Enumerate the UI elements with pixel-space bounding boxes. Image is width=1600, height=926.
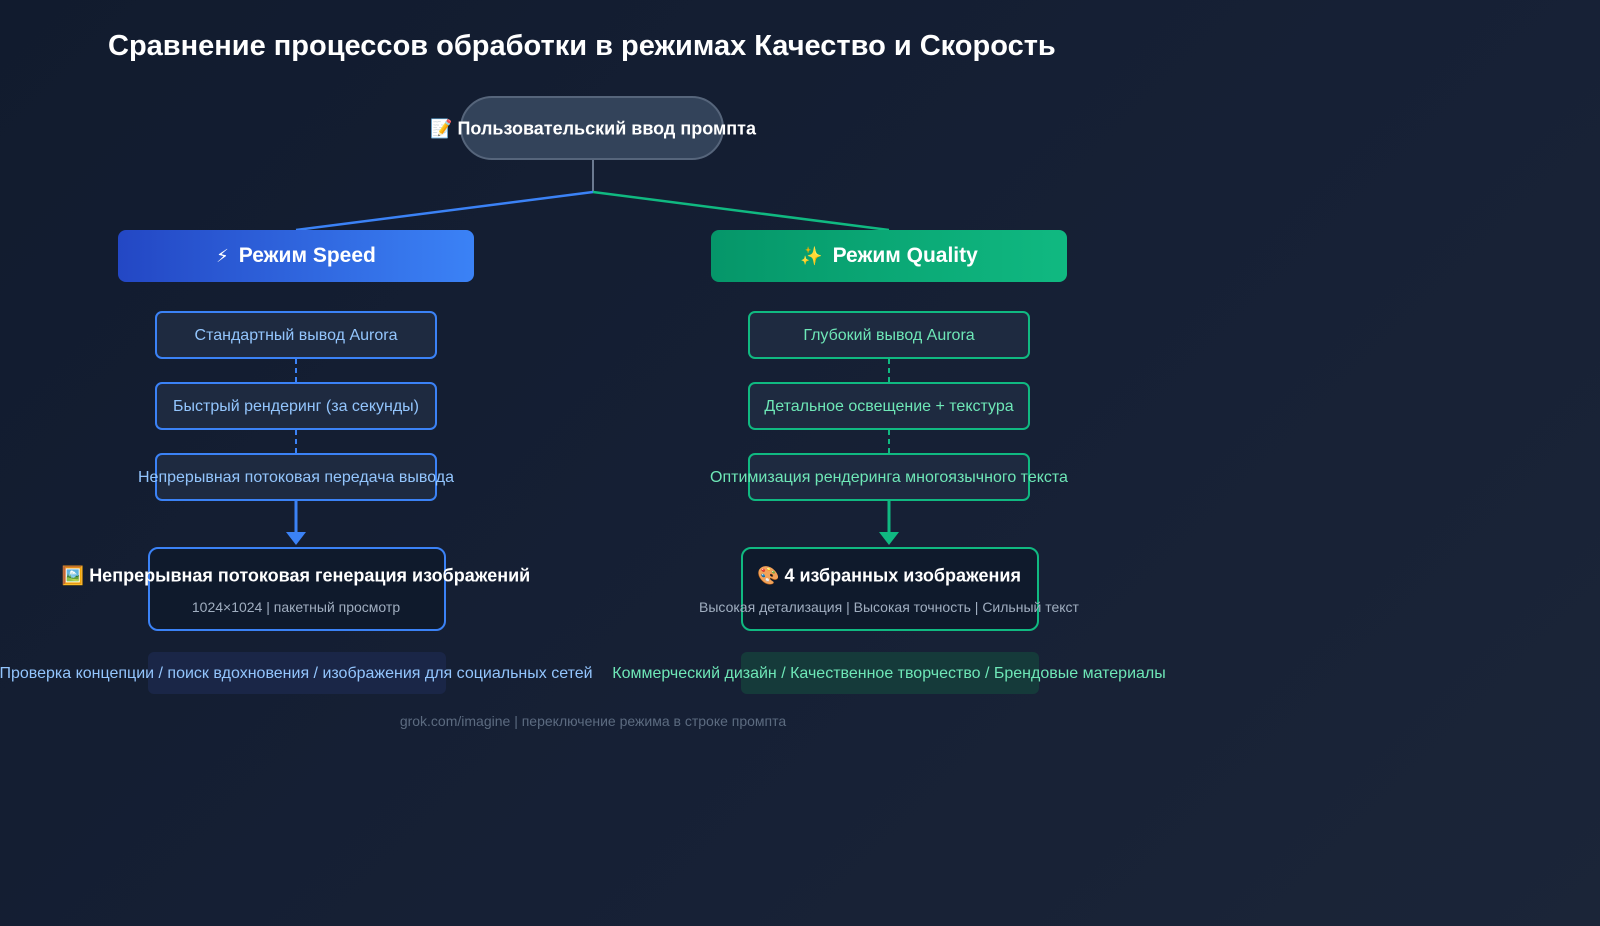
quality-result-title-text: 4 избранных изображения <box>784 565 1021 586</box>
framed-picture-icon: 🖼️ <box>61 565 85 586</box>
memo-icon: 📝 <box>430 118 453 139</box>
speed-mode-header: ⚡ Режим Speed <box>118 230 474 282</box>
page-title: Сравнение процессов обработки в режимах … <box>108 30 1056 62</box>
speed-result-subtitle: 1024×1024 | пакетный просмотр <box>191 599 401 615</box>
quality-branch-line <box>592 190 890 232</box>
speed-result-title: 🖼️ Непрерывная потоковая генерация изобр… <box>62 566 531 587</box>
speed-step-1-box <box>155 311 437 359</box>
lightning-icon: ⚡ <box>216 245 229 266</box>
speed-step-2-label: Быстрый рендеринг (за секунды) <box>172 398 420 415</box>
speed-step-3-label: Непрерывная потоковая передача вывода <box>138 469 454 486</box>
speed-result-box <box>148 547 446 631</box>
quality-mode-label: Режим Quality <box>832 244 978 267</box>
speed-branch-line <box>295 190 594 232</box>
quality-step-1-label: Глубокий вывод Aurora <box>803 327 975 344</box>
quality-result-box <box>741 547 1039 631</box>
quality-step-2-label: Детальное освещение + текстура <box>764 398 1014 415</box>
quality-use-cases: Коммерческий дизайн / Качественное творч… <box>612 665 1166 682</box>
speed-use-cases: Проверка концепции / поиск вдохновения /… <box>0 665 593 682</box>
quality-mode-header: ✨ Режим Quality <box>711 230 1067 282</box>
quality-step-3-box <box>748 453 1030 501</box>
speed-use-cases-box <box>148 652 446 694</box>
root-label-text: Пользовательский ввод промпта <box>457 118 756 139</box>
quality-use-cases-box <box>741 652 1039 694</box>
speed-step-3-box <box>155 453 437 501</box>
palette-icon: 🎨 <box>757 565 780 586</box>
root-label: 📝 Пользовательский ввод промпта <box>430 119 756 140</box>
quality-result-subtitle: Высокая детализация | Высокая точность |… <box>699 599 1079 615</box>
quality-step-3-label: Оптимизация рендеринга многоязычного тек… <box>710 469 1068 486</box>
quality-arrow-head <box>879 532 899 545</box>
speed-step-1-label: Стандартный вывод Aurora <box>194 327 398 344</box>
speed-result-title-text: Непрерывная потоковая генерация изображе… <box>89 565 531 586</box>
speed-arrow-head <box>286 532 306 545</box>
quality-result-title: 🎨 4 избранных изображения <box>757 566 1021 587</box>
sparkles-icon: ✨ <box>800 245 823 266</box>
footer-note: grok.com/imagine | переключение режима в… <box>399 713 787 729</box>
root-node <box>460 96 724 160</box>
quality-step-2-box <box>748 382 1030 430</box>
speed-step-2-box <box>155 382 437 430</box>
quality-step-1-box <box>748 311 1030 359</box>
speed-mode-label: Режим Speed <box>238 244 376 267</box>
